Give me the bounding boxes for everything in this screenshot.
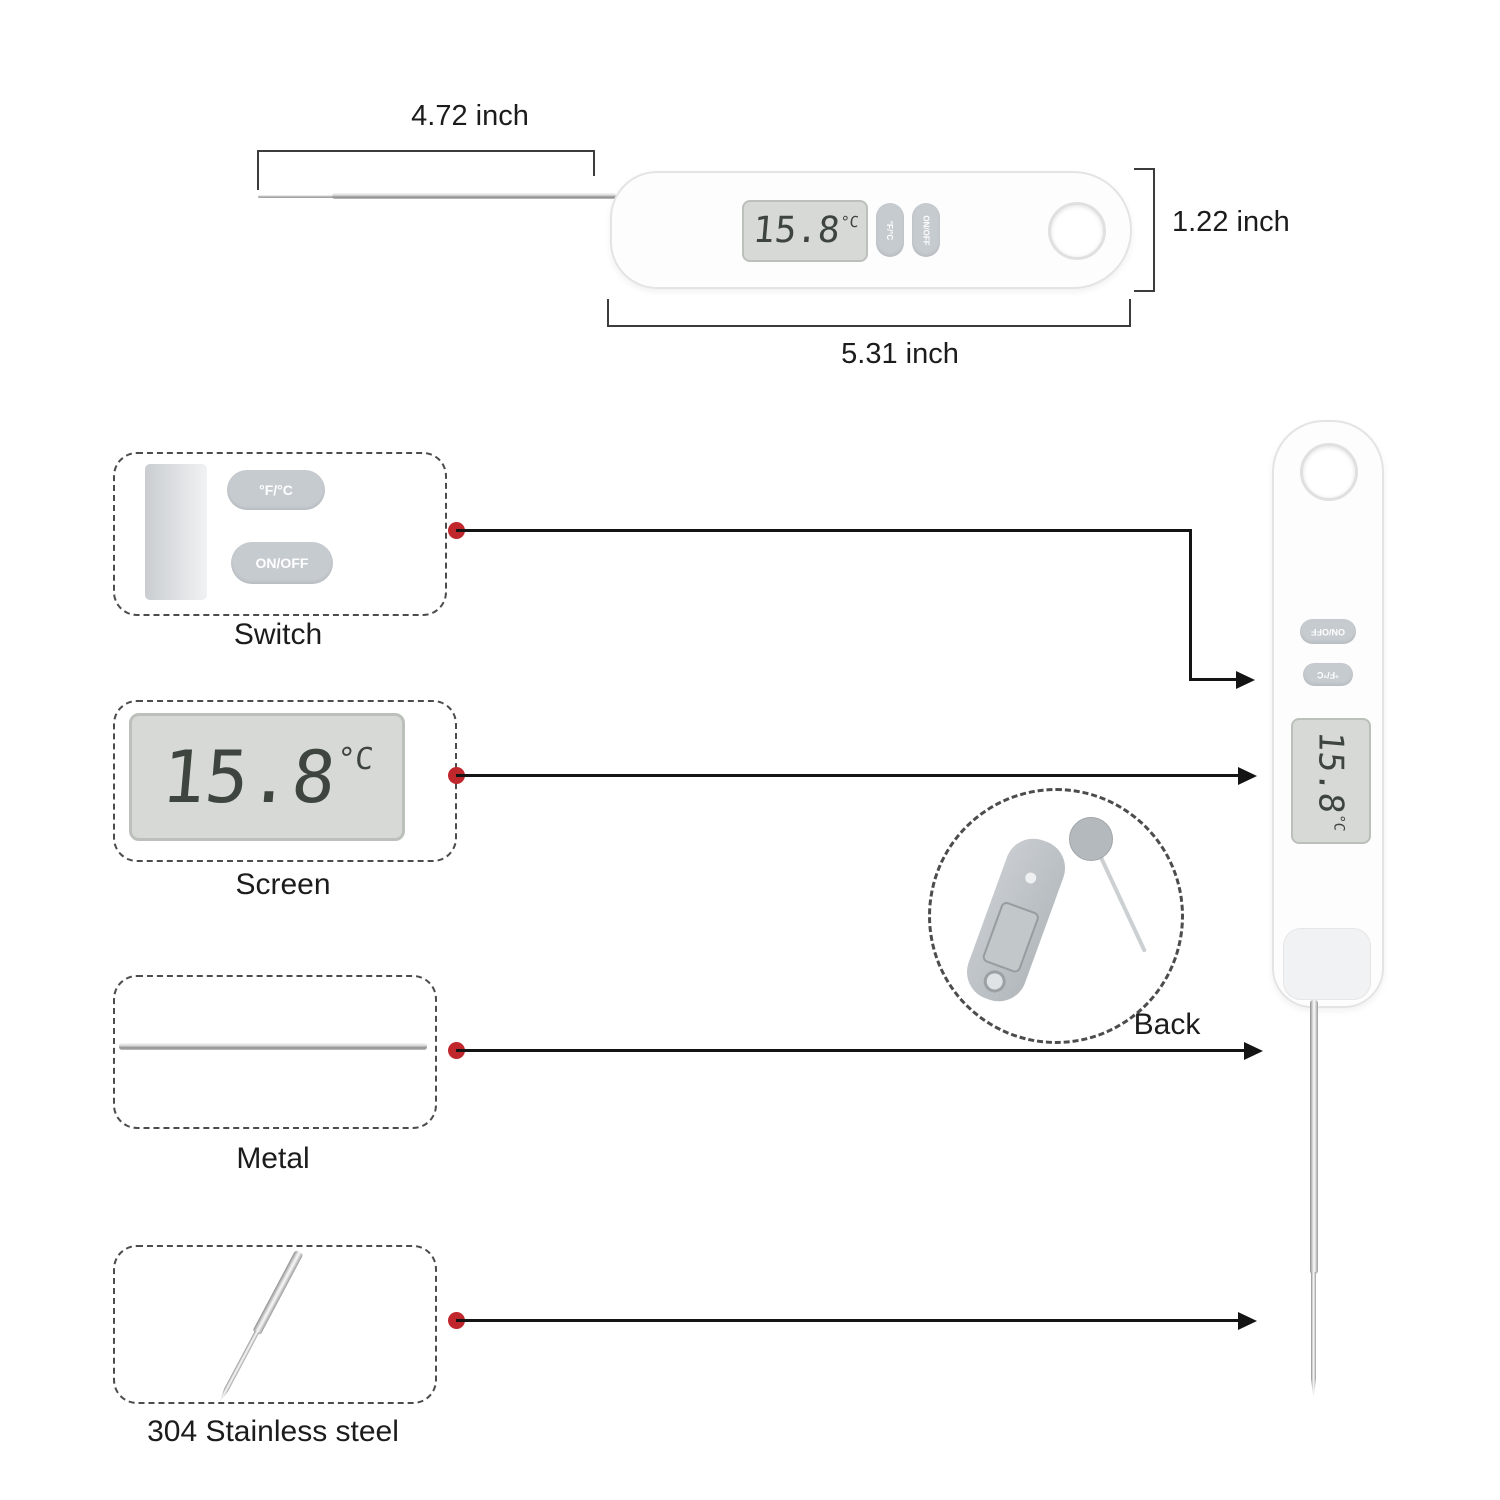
switch-arrow-line-vertical [1189,529,1192,681]
back-label: Back [1133,1008,1201,1041]
unit-toggle-button-zoom: °F/°C [227,470,325,510]
lcd-display-zoom: 15.8°C [129,713,405,841]
lcd-display-front-view: 15.8°C [1291,718,1371,844]
lcd-value: 15.8 [1311,729,1352,816]
dimension-tick [607,299,609,327]
power-button-front-view: ON/OFF [1300,619,1356,644]
screen-arrow-head [1238,767,1257,785]
probe-tip-zoom [216,1249,304,1404]
steel-arrow-head [1238,1312,1257,1330]
unit-toggle-label: °F/°C [885,220,895,240]
metal-arrow-line [456,1049,1246,1052]
lcd-display-top-view: 15.8°C [742,200,868,262]
back-view-circle [928,788,1184,1044]
metal-arrow-head [1244,1042,1263,1060]
dimension-tick [1129,299,1131,327]
power-label: ON/OFF [255,555,309,571]
steel-label: 304 Stainless steel [147,1415,399,1448]
power-button-zoom: ON/OFF [231,542,333,584]
screen-callout-box: 15.8°C [113,700,457,862]
metal-callout-box [113,975,437,1129]
switch-arrow-line-end [1189,678,1237,681]
switch-arrow-line [456,529,1192,532]
probe-base-front-view [1283,928,1371,1000]
unit-toggle-label: °F/°C [1317,669,1339,680]
back-hanging-hole [980,967,1009,996]
thermometer-body-front-view [1272,420,1384,1008]
unit-toggle-button-top-view: °F/°C [876,203,904,257]
battery-door [981,900,1041,975]
switch-label: Switch [233,618,323,651]
dimension-tick [1134,168,1155,170]
probe-tip-front-view [1311,1272,1316,1398]
metal-rod-zoom [119,1043,427,1050]
body-height-label: 1.22 inch [1172,206,1290,238]
screen-label: Screen [235,868,331,901]
dimension-tick [1134,290,1155,292]
length-dimension-line [607,325,1131,327]
steel-callout-box [113,1245,437,1404]
probe-shaft-front-view [1310,1000,1318,1274]
lcd-unit: °C [335,741,375,777]
unit-toggle-label: °F/°C [259,482,293,498]
probe-tip-top-view [258,195,336,198]
screen-arrow-line [456,774,1240,777]
lcd-value: 15.8 [750,210,842,251]
probe-pointed-tip [217,1330,259,1403]
dimension-tick [257,150,259,190]
back-body [959,830,1073,1010]
power-button-top-view: ON/OFF [912,203,940,257]
steel-arrow-line [456,1319,1240,1322]
probe-length-label: 4.72 inch [411,100,529,132]
probe-dimension-line [257,150,595,152]
dimension-tick [593,150,595,176]
body-length-label: 5.31 inch [841,338,959,370]
switch-callout-box: °F/°C ON/OFF [113,452,447,616]
switch-arrow-head [1236,671,1255,689]
metal-label: Metal [236,1142,310,1175]
unit-toggle-button-front-view: °F/°C [1303,663,1353,686]
probe-thick-section [252,1249,304,1336]
lcd-unit: °C [839,212,860,231]
height-dimension-line [1153,168,1155,292]
probe-shaft-top-view [332,193,616,199]
device-edge-detail [145,464,207,600]
hanging-hole-front-view [1300,443,1358,501]
hanging-hole-top-view [1048,202,1106,260]
lcd-unit: °C [1331,813,1348,832]
probe-pivot [1069,817,1113,861]
power-label: ON/OFF [1311,626,1345,637]
power-label: ON/OFF [921,214,931,246]
thermometer-body-top-view [610,171,1132,289]
back-screw-dot [1023,870,1038,886]
lcd-value: 15.8 [158,735,340,819]
